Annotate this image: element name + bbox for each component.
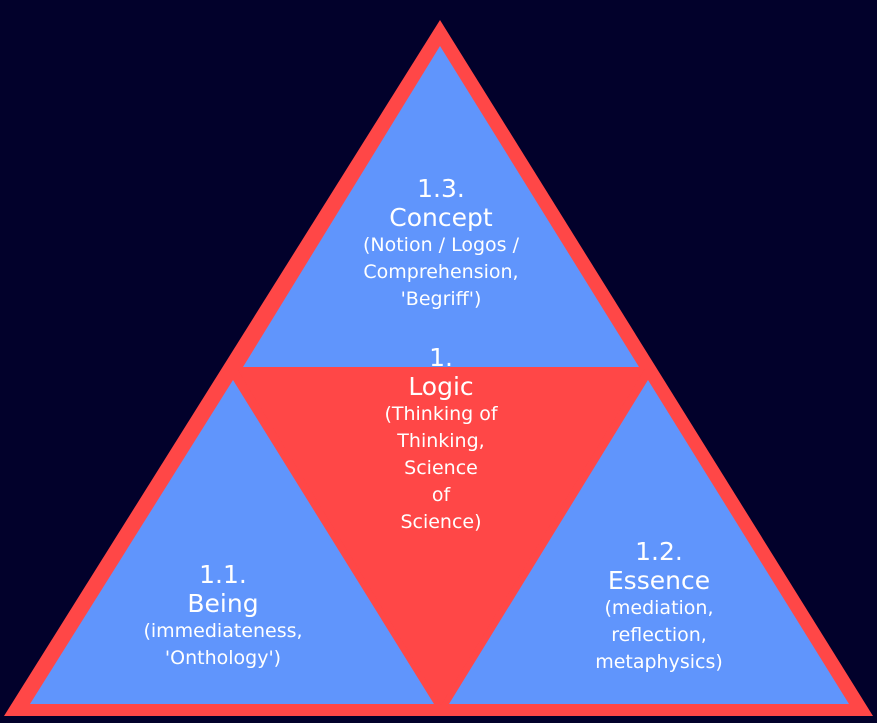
being-description: (immediateness, 'Onthology') bbox=[143, 620, 303, 669]
concept-description: (Notion / Logos / Comprehension, 'Begrif… bbox=[362, 234, 520, 310]
essence-description: (mediation, reflection, metaphysics) bbox=[595, 597, 723, 673]
essence-label: 1.2. Essence (mediation, reflection, met… bbox=[548, 537, 770, 676]
essence-triangle bbox=[449, 380, 849, 704]
logic-description: (Thinking of Thinking, Science of Scienc… bbox=[384, 403, 498, 533]
logic-triangle bbox=[236, 367, 646, 705]
being-number: 1.1. bbox=[199, 560, 247, 589]
essence-number: 1.2. bbox=[635, 537, 683, 566]
logic-name: Logic bbox=[408, 372, 474, 401]
concept-triangle bbox=[243, 46, 639, 367]
concept-name: Concept bbox=[389, 203, 493, 232]
being-label: 1.1. Being (immediateness, 'Onthology') bbox=[112, 560, 334, 672]
logic-number: 1. bbox=[429, 343, 453, 372]
concept-number: 1.3. bbox=[417, 174, 465, 203]
logic-label: 1. Logic (Thinking of Thinking, Science … bbox=[330, 343, 552, 536]
concept-label: 1.3. Concept (Notion / Logos / Comprehen… bbox=[291, 174, 591, 313]
being-name: Being bbox=[187, 589, 259, 618]
essence-name: Essence bbox=[607, 566, 711, 595]
being-triangle bbox=[30, 380, 434, 704]
